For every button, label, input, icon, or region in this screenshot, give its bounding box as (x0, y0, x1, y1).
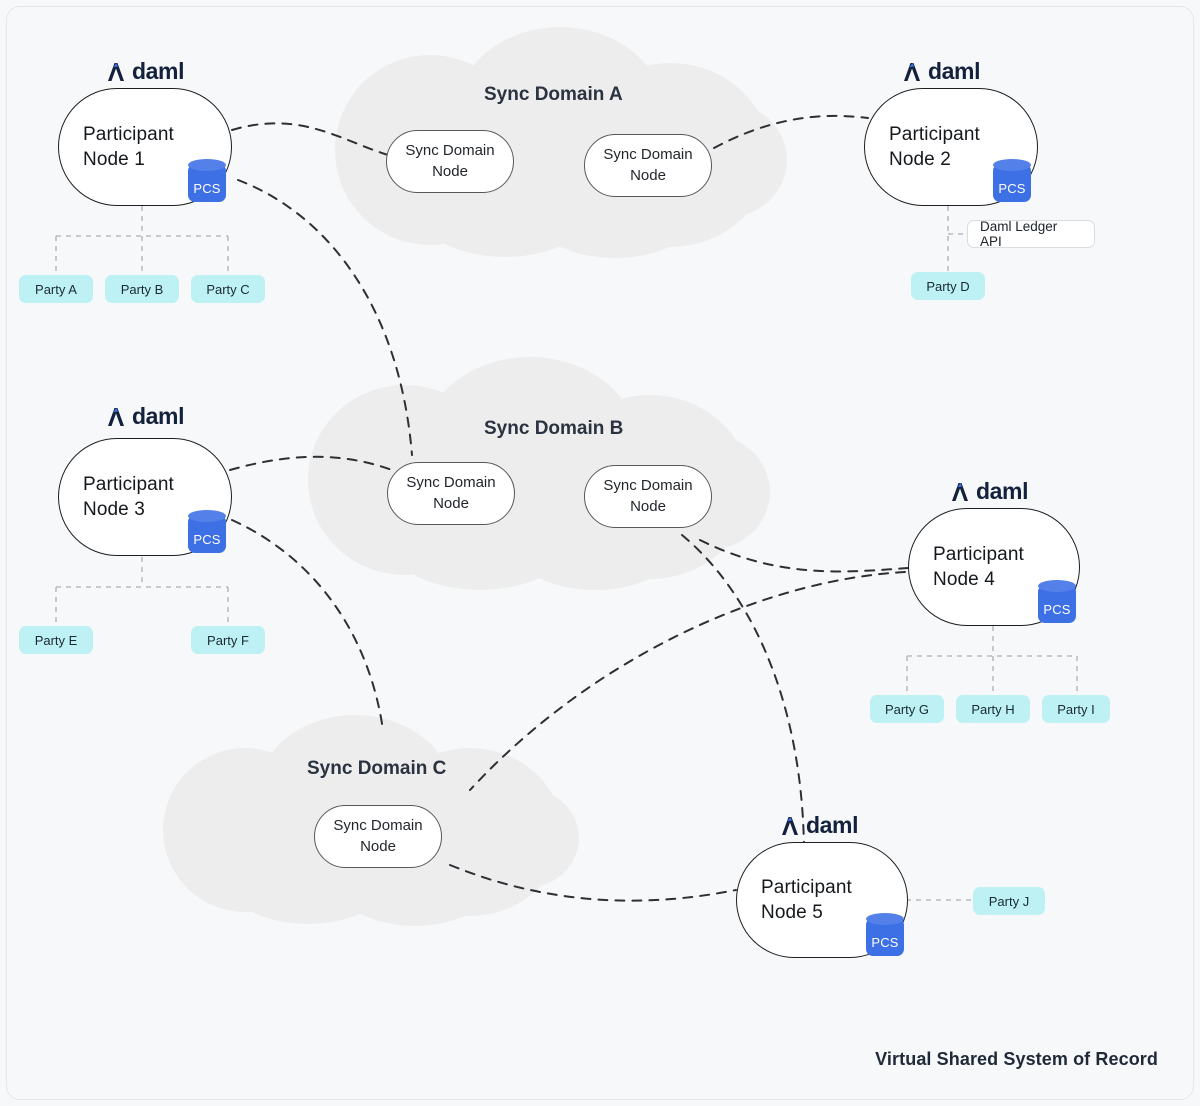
pcs-label: PCS (871, 935, 899, 950)
daml-lambda-icon (108, 407, 124, 426)
pcs-label: PCS (998, 181, 1026, 196)
page-title: Virtual Shared System of Record (875, 1049, 1158, 1069)
sync-domain-node-a1[interactable]: Sync Domain Node (386, 130, 514, 193)
sync-domain-node-c1[interactable]: Sync Domain Node (314, 805, 442, 868)
daml-wordmark: daml (132, 403, 185, 429)
pcs-badge-pn2[interactable]: PCS (993, 159, 1031, 202)
party-chip-j[interactable]: Party J (973, 887, 1045, 915)
daml-ledger-api-label: Daml Ledger API (967, 219, 1095, 249)
daml-lambda-icon (782, 816, 798, 835)
daml-lambda-icon (952, 482, 968, 501)
party-chip-g[interactable]: Party G (870, 695, 944, 723)
pcs-badge-pn5[interactable]: PCS (866, 913, 904, 956)
sync-domain-node-b2[interactable]: Sync Domain Node (584, 465, 712, 528)
sync-domain-node-a2[interactable]: Sync Domain Node (584, 134, 712, 197)
participant-node-label: Participant Node 3 (83, 473, 174, 520)
sync-domain-node-label: Sync Domain Node (603, 146, 693, 184)
party-chip-e[interactable]: Party E (19, 626, 93, 654)
party-chip-c[interactable]: Party C (191, 275, 265, 303)
daml-logo-pn5: daml (780, 812, 858, 839)
daml-logo-pn3: daml (106, 403, 184, 430)
daml-lambda-icon (904, 62, 920, 81)
party-chip-a[interactable]: Party A (19, 275, 93, 303)
sync-domain-node-label: Sync Domain Node (406, 474, 496, 512)
daml-wordmark: daml (976, 478, 1029, 504)
pcs-badge-pn4[interactable]: PCS (1038, 580, 1076, 623)
cloud-title-sync-domain-c: Sync Domain C (307, 758, 447, 779)
daml-logo-pn4: daml (950, 478, 1028, 505)
party-chip-f[interactable]: Party F (191, 626, 265, 654)
sync-domain-node-label: Sync Domain Node (405, 142, 495, 180)
participant-node-label: Participant Node 2 (889, 123, 980, 170)
daml-logo-pn1: daml (106, 58, 184, 85)
sync-domain-node-b1[interactable]: Sync Domain Node (387, 462, 515, 525)
participant-node-label: Participant Node 5 (761, 876, 852, 923)
pcs-label: PCS (1043, 602, 1071, 617)
sync-domain-node-label: Sync Domain Node (603, 477, 693, 515)
sync-domain-node-label: Sync Domain Node (333, 817, 423, 855)
cloud-title-sync-domain-a: Sync Domain A (484, 84, 623, 105)
daml-wordmark: daml (928, 58, 981, 84)
daml-wordmark: daml (132, 58, 185, 84)
pcs-badge-pn3[interactable]: PCS (188, 510, 226, 553)
party-chip-b[interactable]: Party B (105, 275, 179, 303)
pcs-badge-pn1[interactable]: PCS (188, 159, 226, 202)
daml-lambda-icon (108, 62, 124, 81)
participant-node-label: Participant Node 4 (933, 543, 1024, 590)
cloud-title-sync-domain-b: Sync Domain B (484, 418, 624, 439)
pcs-label: PCS (193, 532, 221, 547)
party-chip-i[interactable]: Party I (1042, 695, 1110, 723)
party-chip-h[interactable]: Party H (956, 695, 1030, 723)
participant-node-label: Participant Node 1 (83, 123, 174, 170)
daml-ledger-api-text: Daml Ledger API (980, 219, 1058, 249)
pcs-label: PCS (193, 181, 221, 196)
daml-wordmark: daml (806, 812, 859, 838)
party-chip-d[interactable]: Party D (911, 272, 985, 300)
daml-logo-pn2: daml (902, 58, 980, 85)
